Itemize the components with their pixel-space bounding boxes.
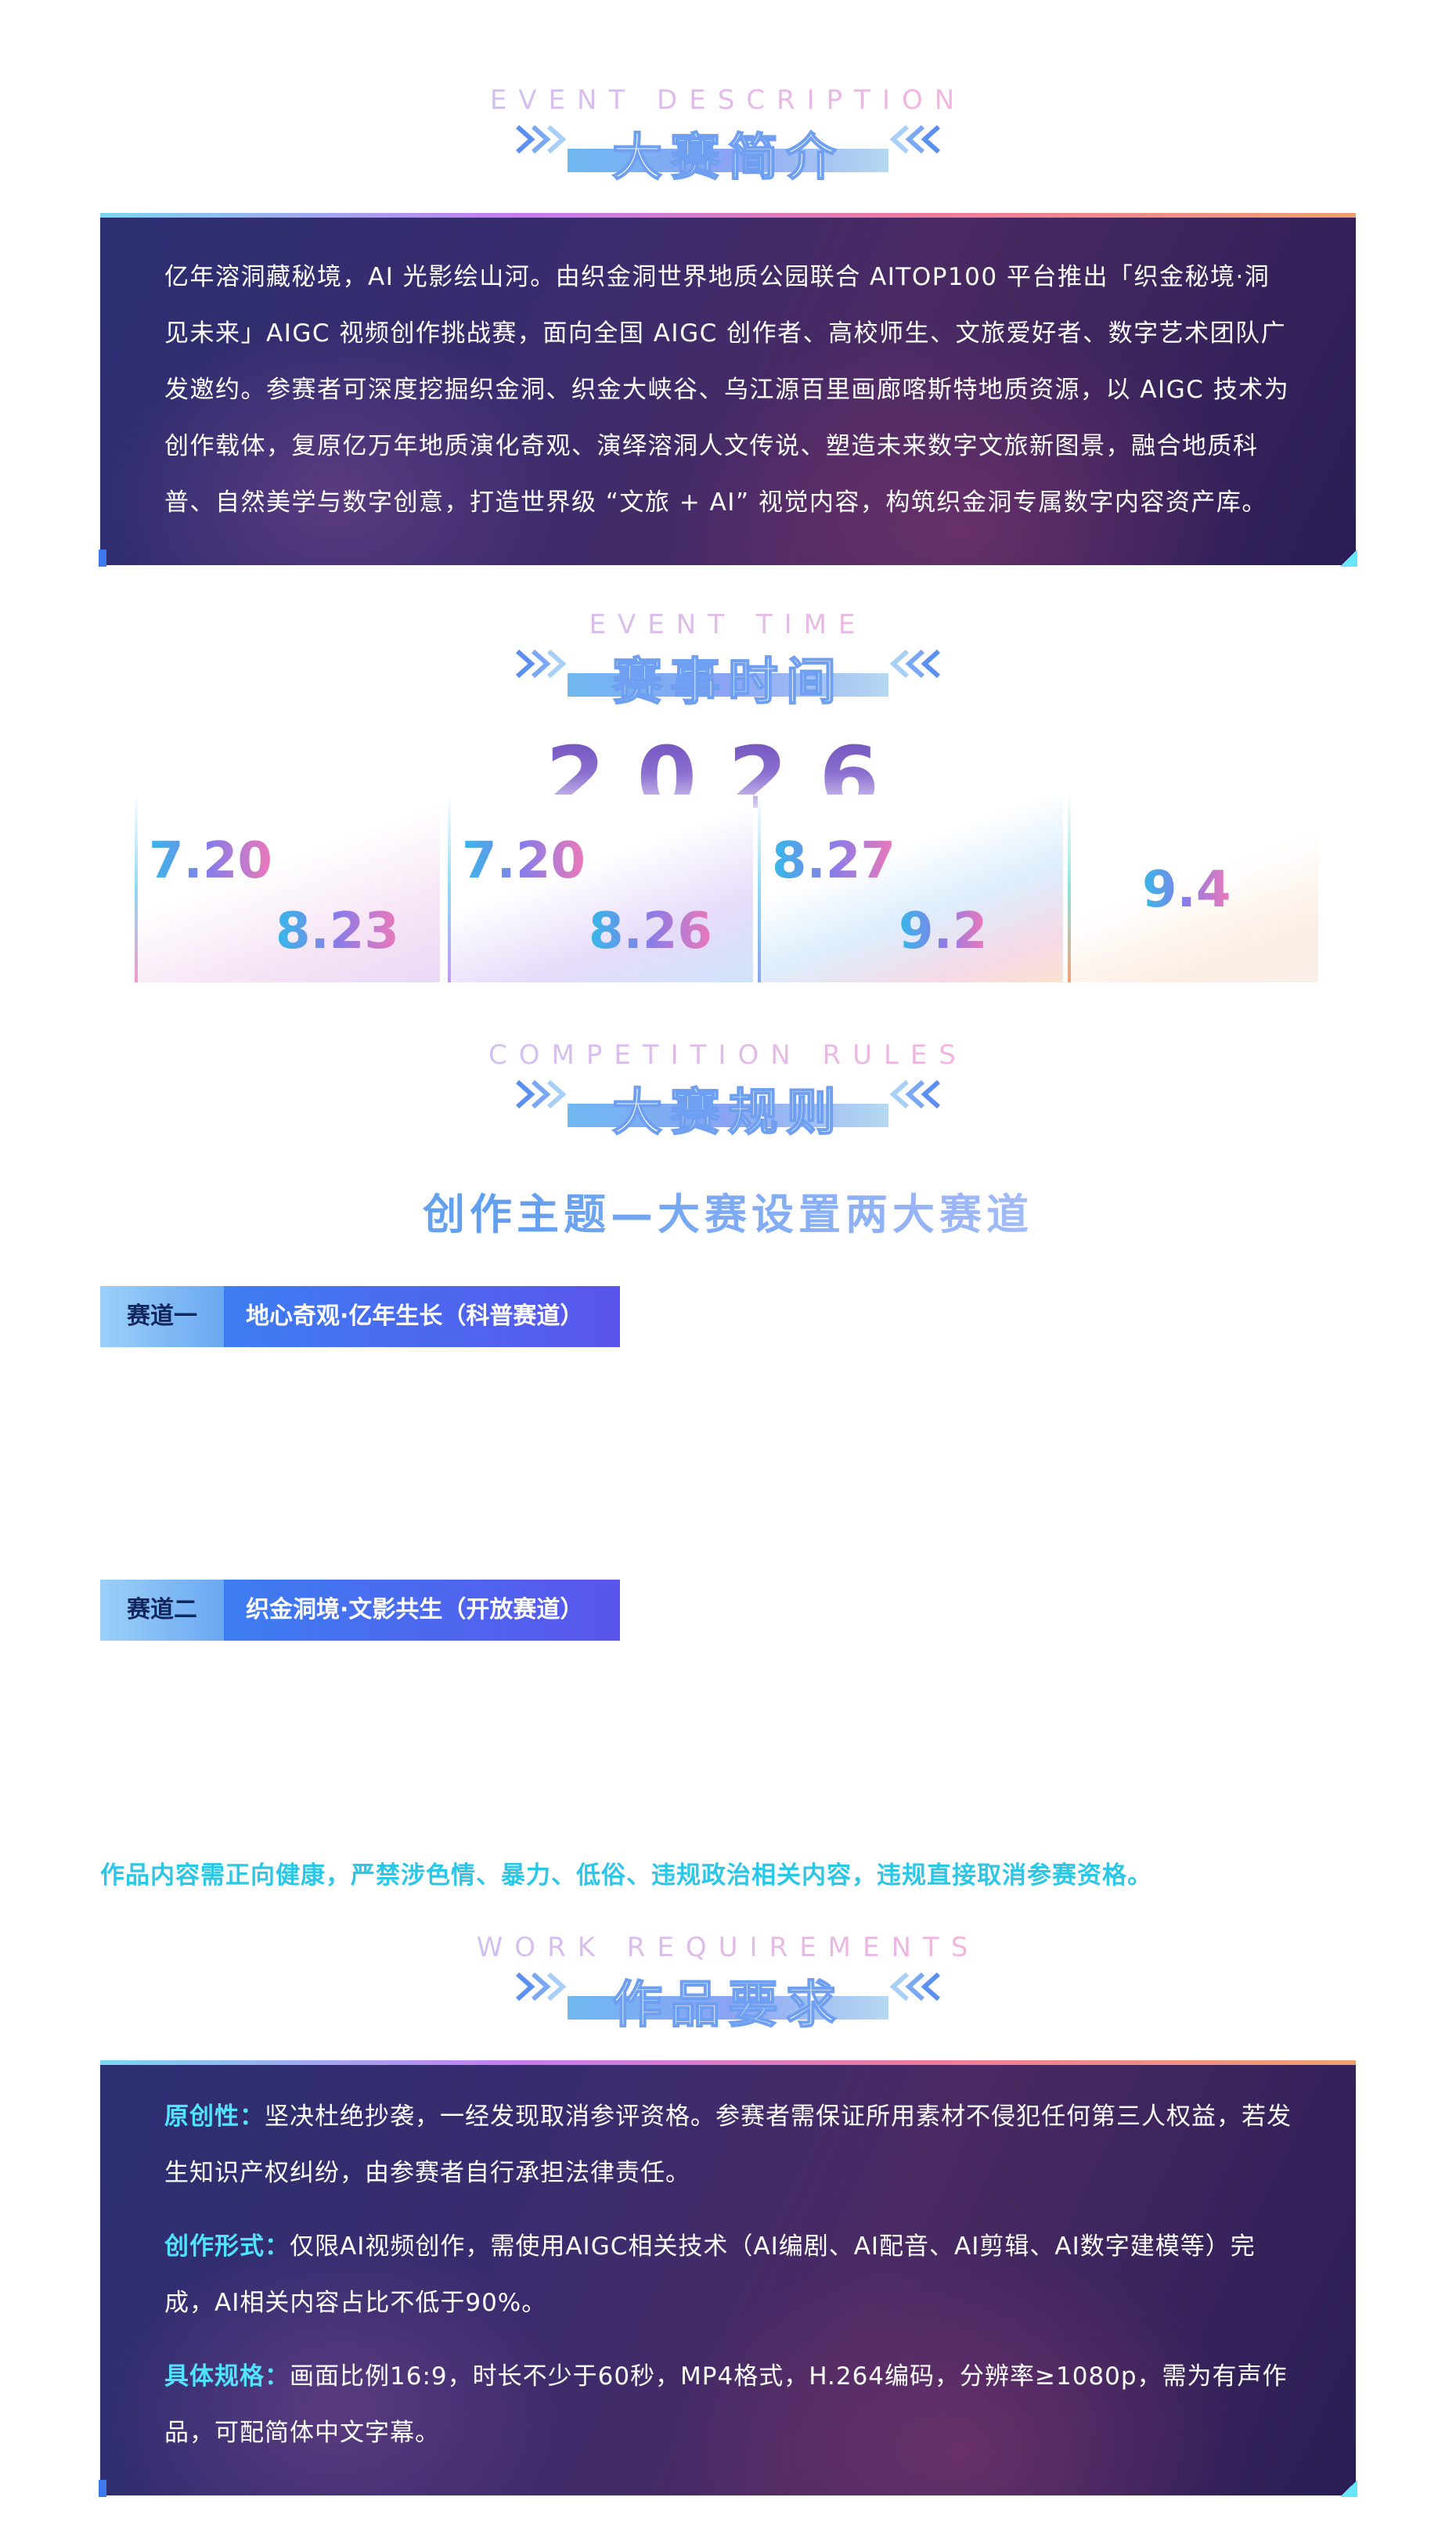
stage-start-date: 7.20 bbox=[149, 832, 272, 890]
heading-en: EVENT DESCRIPTION bbox=[0, 85, 1456, 116]
intro-panel: 亿年溶洞藏秘境，AI 光影绘山河。由织金洞世界地质公园联合 AITOP100 平… bbox=[99, 213, 1357, 567]
requirement-specs: 具体规格：画面比例16:9，时长不少于60秒，MP4格式，H.264编码，分辨率… bbox=[164, 2348, 1292, 2461]
stage-end-date: 9.2 bbox=[899, 903, 988, 960]
heading-zh-wrap: 作品要求 bbox=[568, 1963, 888, 2035]
track-2: 赛道二 织金洞境·文影共生（开放赛道） bbox=[100, 1580, 620, 1641]
requirement-text: 仅限AI视频创作，需使用AIGC相关技术（AI编剧、AI配音、AI剪辑、AI数字… bbox=[164, 2232, 1256, 2317]
rules-subtitle: 创作主题—大赛设置两大赛道 bbox=[0, 1180, 1456, 1241]
timeline-stage-1: 7.20 8.23 bbox=[135, 795, 440, 982]
requirement-text: 画面比例16:9，时长不少于60秒，MP4格式，H.264编码，分辨率≥1080… bbox=[164, 2362, 1288, 2447]
track-1: 赛道一 地心奇观·亿年生长（科普赛道） bbox=[100, 1286, 620, 1347]
heading-en: WORK REQUIREMENTS bbox=[0, 1932, 1456, 1963]
track-name: 地心奇观·亿年生长（科普赛道） bbox=[224, 1286, 620, 1347]
double-chevron-right-icon bbox=[516, 1972, 567, 2002]
section-heading-requirements: WORK REQUIREMENTS 作品要求 bbox=[0, 1932, 1456, 2035]
heading-underline bbox=[568, 673, 888, 697]
requirement-text: 坚决杜绝抄袭，一经发现取消参评资格。参赛者需保证所用素材不侵犯任何第三人权益，若… bbox=[164, 2103, 1292, 2187]
heading-underline bbox=[568, 1996, 888, 2020]
intro-text: 亿年溶洞藏秘境，AI 光影绘山河。由织金洞世界地质公园联合 AITOP100 平… bbox=[164, 263, 1290, 517]
stage-end-date: 8.26 bbox=[589, 903, 712, 960]
heading-zh-wrap: 大赛规则 bbox=[568, 1071, 888, 1143]
section-heading-intro: EVENT DESCRIPTION 大赛简介 bbox=[0, 85, 1456, 188]
double-chevron-left-icon bbox=[889, 124, 940, 154]
section-heading-rules: COMPETITION RULES 大赛规则 bbox=[0, 1040, 1456, 1143]
timeline-divider bbox=[758, 795, 761, 982]
heading-zh: 作品要求 bbox=[611, 1976, 844, 2035]
stage-start-date: 8.27 bbox=[772, 832, 896, 890]
heading-zh: 赛事时间 bbox=[611, 653, 844, 712]
double-chevron-right-icon bbox=[516, 1079, 567, 1109]
double-chevron-left-icon bbox=[889, 1972, 940, 2002]
section-heading-time: EVENT TIME 赛事时间 bbox=[0, 609, 1456, 712]
content-notice: 作品内容需正向健康，严禁涉色情、暴力、低俗、违规政治相关内容，违规直接取消参赛资… bbox=[100, 1861, 1152, 1890]
heading-zh-wrap: 大赛简介 bbox=[568, 116, 888, 188]
requirement-format: 创作形式：仅限AI视频创作，需使用AIGC相关技术（AI编剧、AI配音、AI剪辑… bbox=[164, 2218, 1292, 2331]
heading-en: COMPETITION RULES bbox=[0, 1040, 1456, 1071]
heading-zh-wrap: 赛事时间 bbox=[568, 640, 888, 712]
track-tag: 赛道二 bbox=[100, 1580, 224, 1641]
stage-date: 9.4 bbox=[1142, 861, 1231, 919]
heading-underline bbox=[568, 149, 888, 172]
double-chevron-left-icon bbox=[889, 649, 940, 679]
requirements-panel: 原创性：坚决杜绝抄袭，一经发现取消参评资格。参赛者需保证所用素材不侵犯任何第三人… bbox=[99, 2060, 1357, 2497]
requirement-originality: 原创性：坚决杜绝抄袭，一经发现取消参评资格。参赛者需保证所用素材不侵犯任何第三人… bbox=[164, 2088, 1292, 2201]
timeline-stage-2: 7.20 8.26 bbox=[448, 795, 753, 982]
heading-en: EVENT TIME bbox=[0, 609, 1456, 640]
requirement-label: 具体规格： bbox=[164, 2362, 290, 2391]
stage-start-date: 7.20 bbox=[462, 832, 586, 890]
track-name: 织金洞境·文影共生（开放赛道） bbox=[224, 1580, 620, 1641]
double-chevron-left-icon bbox=[889, 1079, 940, 1109]
double-chevron-right-icon bbox=[516, 649, 567, 679]
timeline-stage-4: 9.4 bbox=[1068, 795, 1318, 982]
requirement-label: 创作形式： bbox=[164, 2232, 290, 2261]
heading-zh: 大赛规则 bbox=[611, 1083, 844, 1143]
timeline-stage-3: 8.27 9.2 bbox=[758, 795, 1063, 982]
heading-underline bbox=[568, 1104, 888, 1127]
double-chevron-right-icon bbox=[516, 124, 567, 154]
heading-zh: 大赛简介 bbox=[611, 128, 844, 188]
timeline-divider bbox=[448, 795, 451, 982]
requirement-label: 原创性： bbox=[164, 2103, 265, 2131]
timeline-divider bbox=[135, 795, 138, 982]
track-tag: 赛道一 bbox=[100, 1286, 224, 1347]
timeline-divider bbox=[1068, 795, 1071, 982]
stage-end-date: 8.23 bbox=[276, 903, 399, 960]
